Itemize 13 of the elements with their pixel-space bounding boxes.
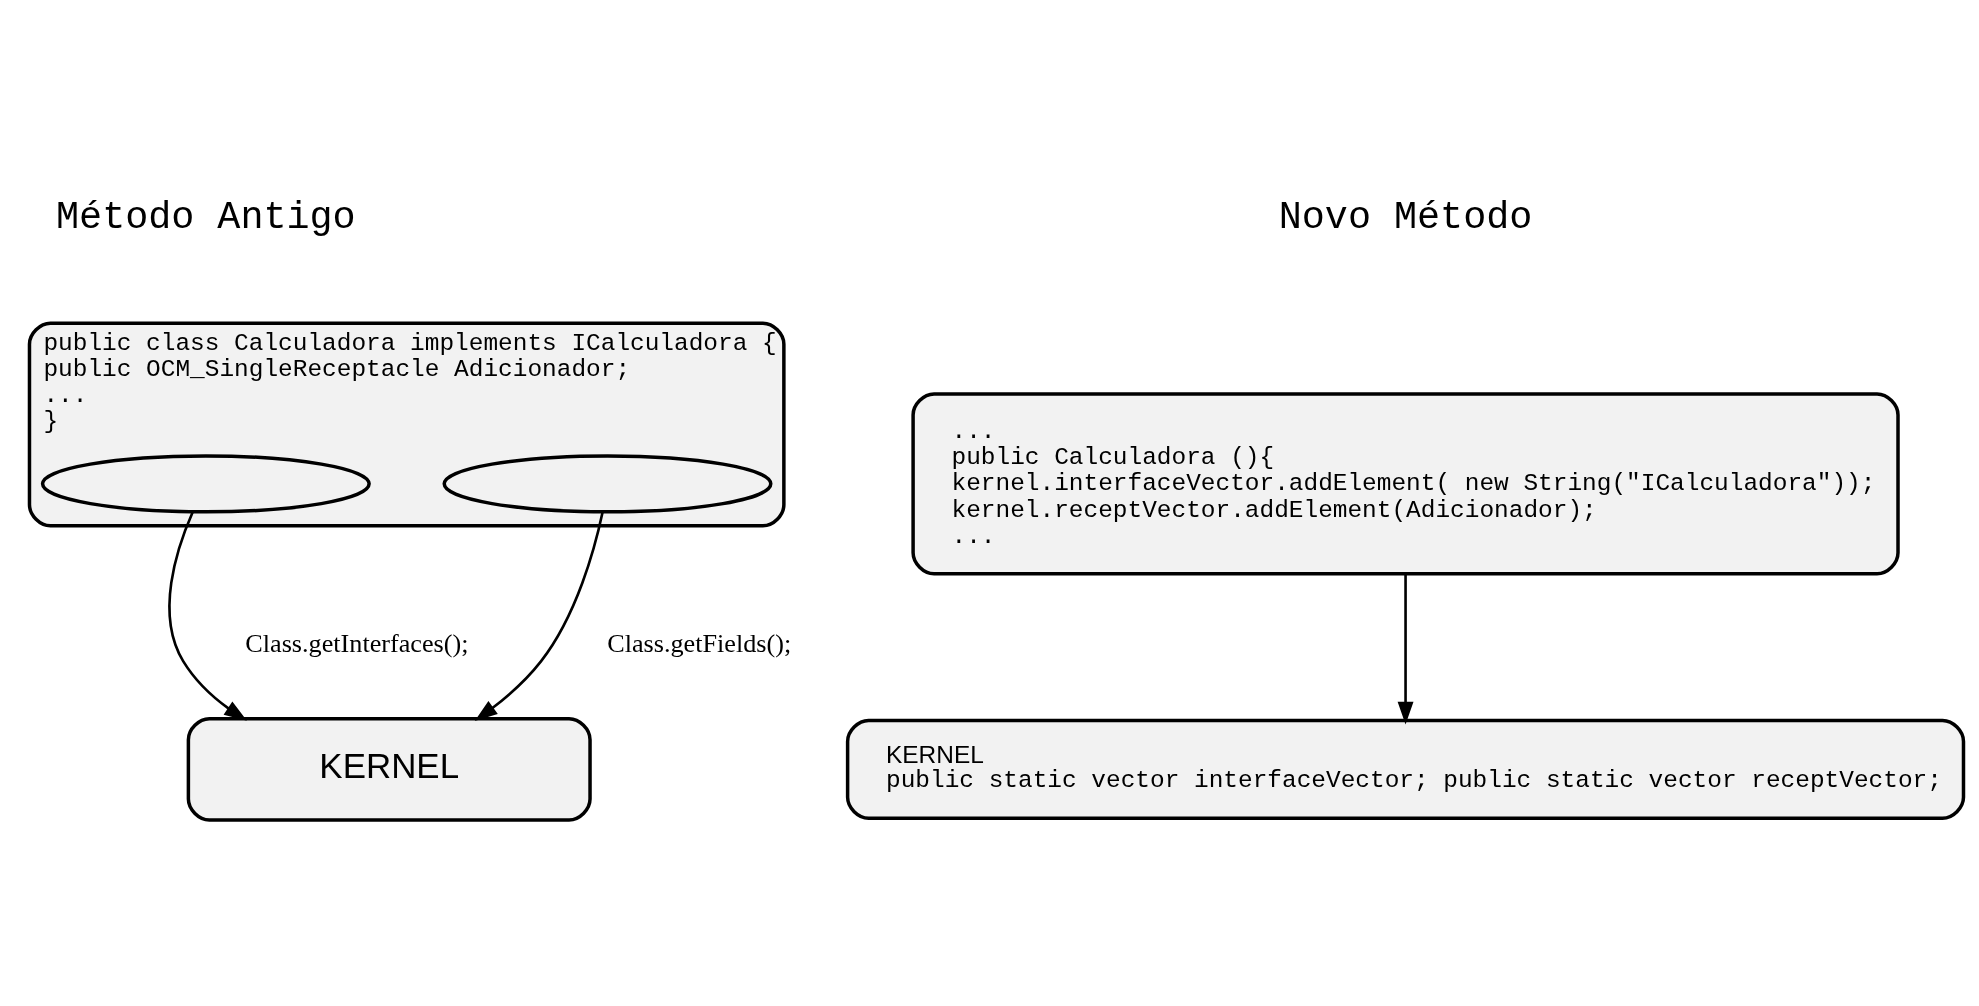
arrow xyxy=(474,511,604,721)
label: Novo Método xyxy=(1278,195,1533,240)
cluster: public class Calculadora implements ICalculadora { public OCM_SingleReceptacle Adicionador; ... } xyxy=(27,320,786,527)
node-box: KERNEL xyxy=(186,716,592,822)
arrow xyxy=(1397,573,1414,724)
edge-label: Class.getFields(); xyxy=(607,628,792,658)
edge-label: Class.getInterfaces(); xyxy=(245,628,469,658)
node-ellipse xyxy=(40,453,371,514)
label: Método Antigo xyxy=(56,195,356,240)
node-box: KERNEL public static vector interfaceVector; public static vector receptVector; xyxy=(845,718,1966,820)
arrow xyxy=(168,511,247,721)
node-ellipse xyxy=(442,453,773,514)
node-box: ... public Calculadora (){ kernel.interfaceVector.addElement( new String("ICalculadora")); kernel.receptVector.addElement(Adicionador); ... xyxy=(911,391,1900,576)
